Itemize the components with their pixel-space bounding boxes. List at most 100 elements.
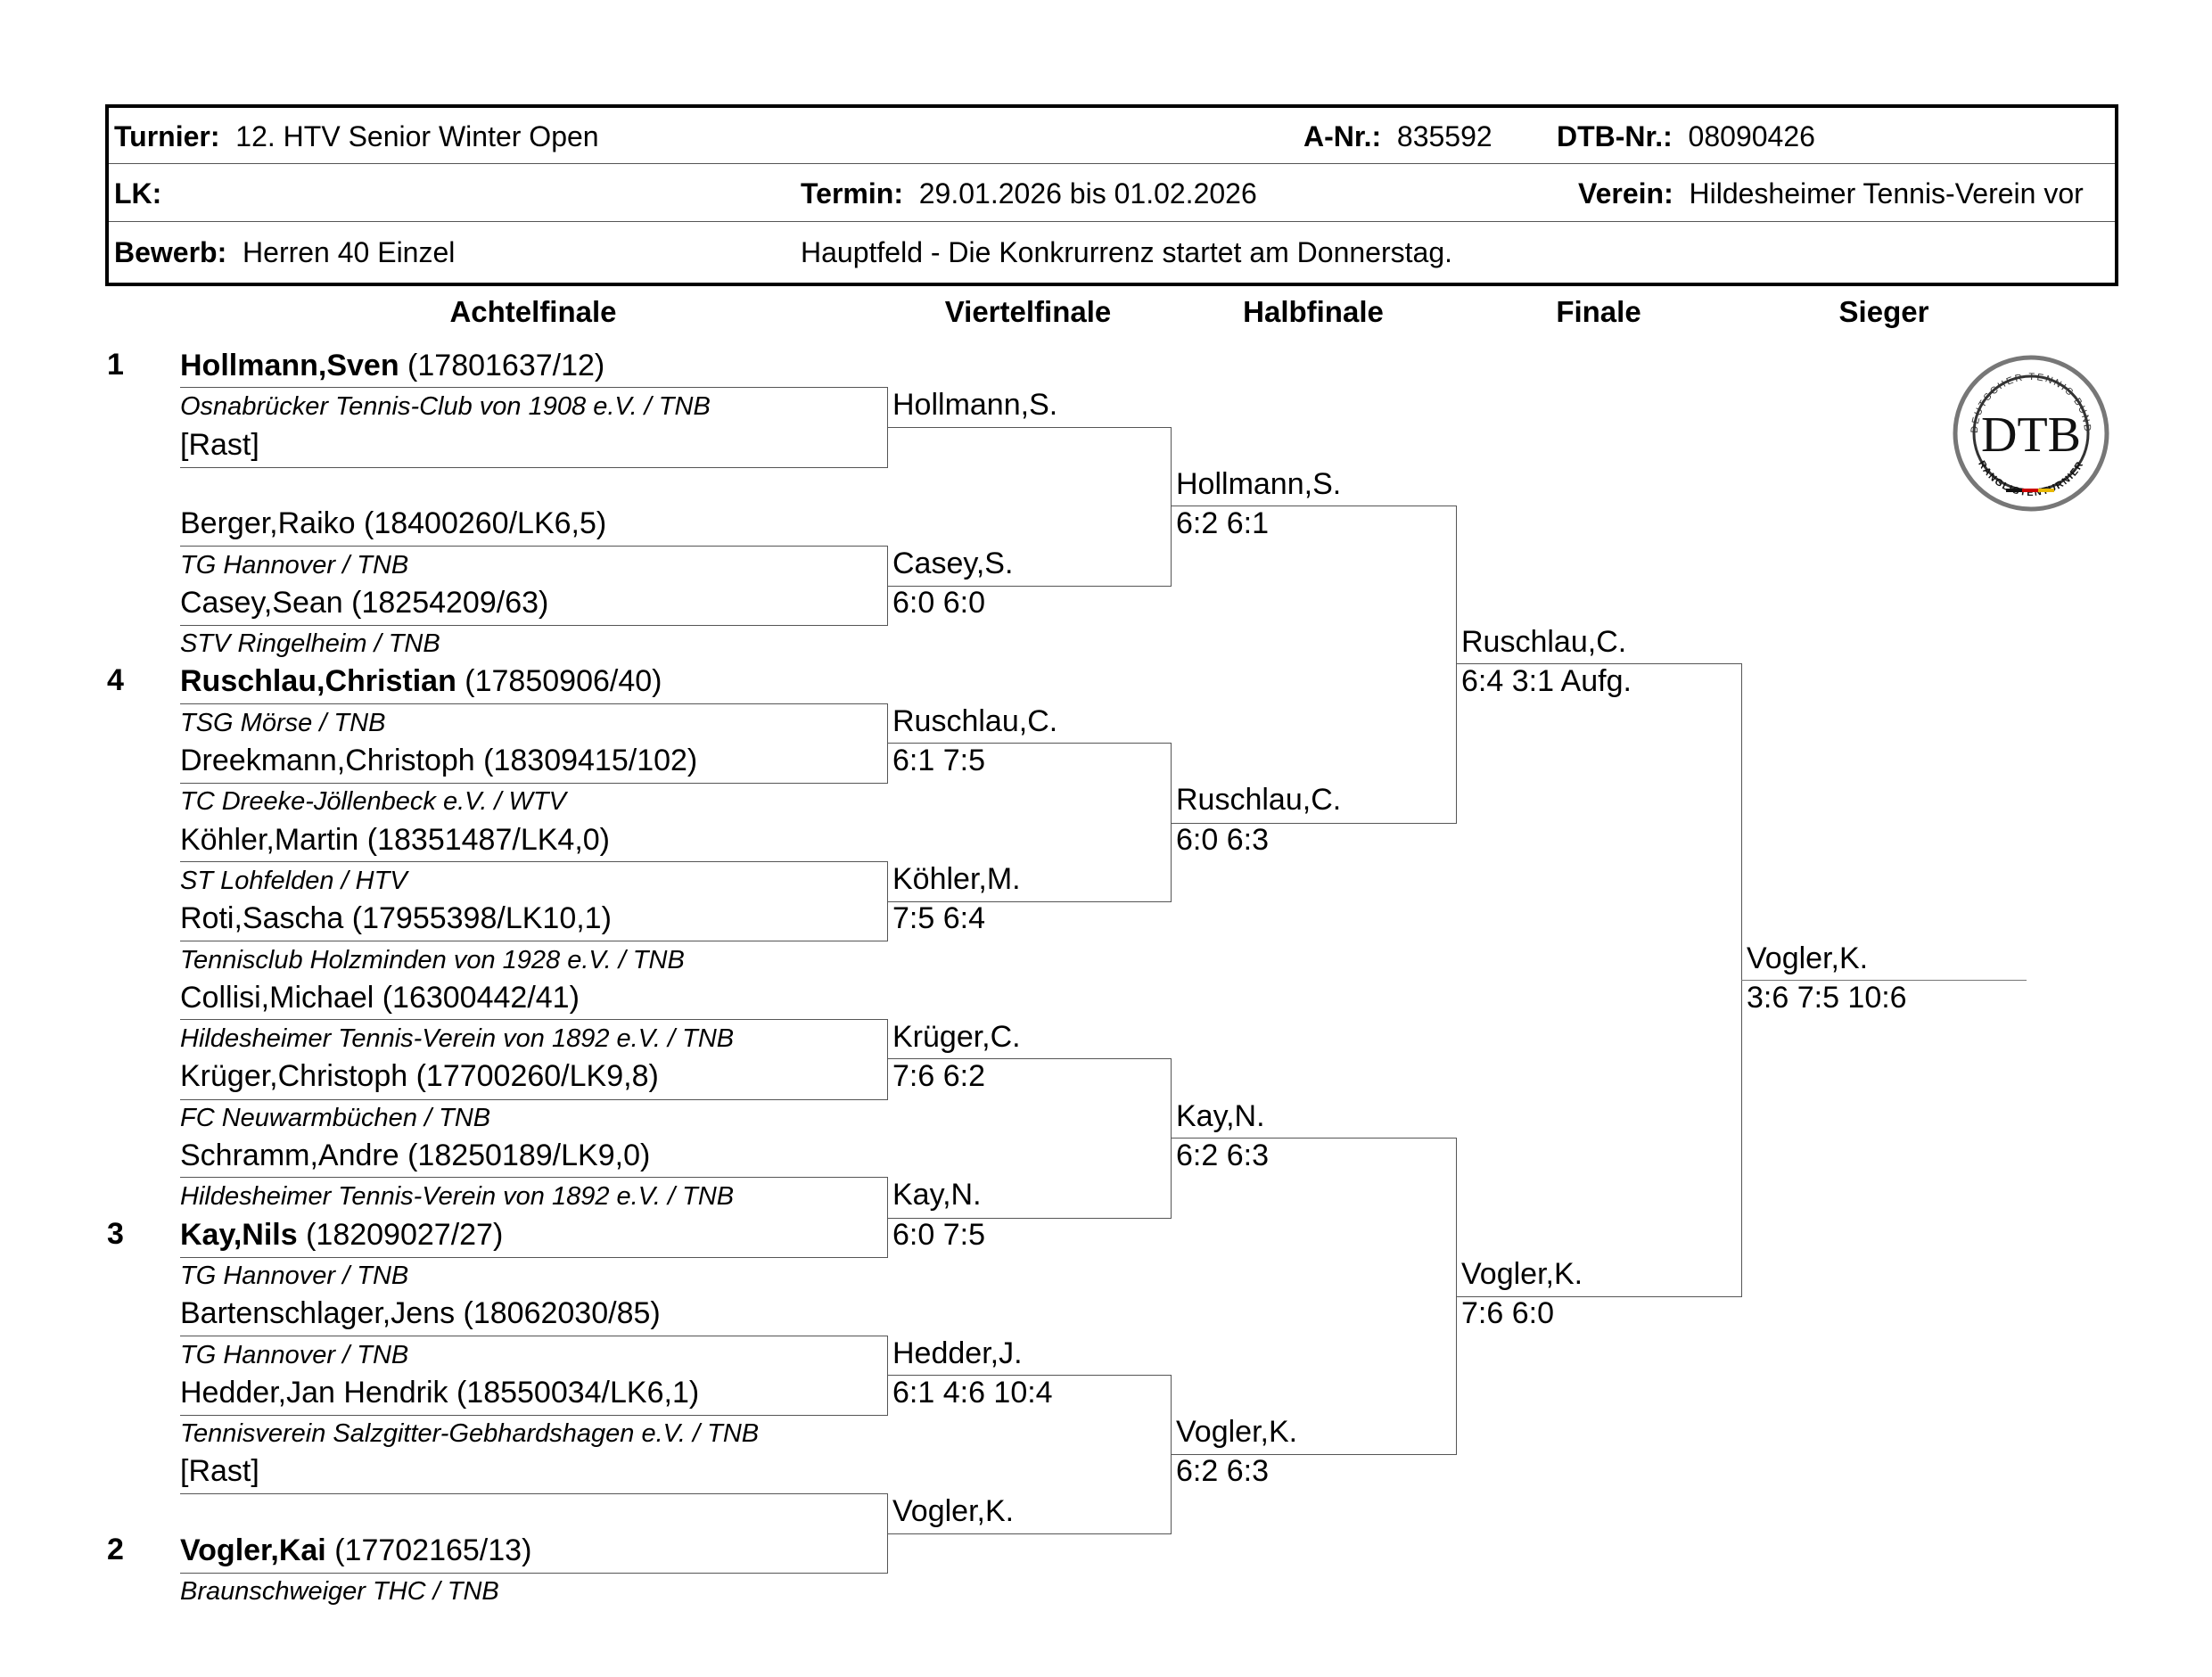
sieger-winner: Vogler,K. bbox=[1747, 941, 1869, 975]
termin-label: Termin: bbox=[801, 177, 903, 210]
player-club: TG Hannover / TNB bbox=[180, 1340, 409, 1369]
viertelfinale-score: 7:6 6:2 bbox=[892, 1059, 985, 1094]
viertelfinale-winner: Hedder,J. bbox=[892, 1336, 1023, 1370]
anr-field: A-Nr.: 835592 bbox=[1303, 119, 1492, 154]
player-name: Kay,Nils bbox=[180, 1217, 298, 1252]
player-club: Osnabrücker Tennis-Club von 1908 e.V. / … bbox=[180, 392, 711, 422]
halbfinale-score: 6:0 6:3 bbox=[1176, 822, 1269, 857]
halbfinale-winner: Vogler,K. bbox=[1176, 1415, 1298, 1450]
bewerb-field: Bewerb: Herren 40 Einzel bbox=[114, 234, 455, 270]
seed-number: 1 bbox=[107, 348, 124, 382]
column-header-achtelfinale: Achtelfinale bbox=[449, 295, 617, 328]
player-ranking: (18250189/LK9,0) bbox=[399, 1139, 651, 1172]
bracket-connector bbox=[1456, 663, 1742, 1298]
bracket-connector bbox=[180, 545, 888, 627]
player-ranking: (18400260/LK6,5) bbox=[355, 506, 607, 541]
bracket-connector bbox=[180, 1335, 888, 1417]
viertelfinale-winner: Köhler,M. bbox=[892, 861, 1021, 896]
header-box: Turnier: 12. HTV Senior Winter Open A-Nr… bbox=[105, 104, 2118, 286]
player-club: FC Neuwarmbüchen / TNB bbox=[180, 1103, 491, 1132]
dtb-ranglistenturnier-logo: DEUTSCHER TENNIS BUND RANGLISTENTURNIER … bbox=[1953, 355, 2109, 512]
header-divider bbox=[109, 221, 2115, 222]
halbfinale-score: 6:2 6:3 bbox=[1176, 1454, 1269, 1489]
player-club: Hildesheimer Tennis-Verein von 1892 e.V.… bbox=[180, 1182, 735, 1212]
player-name: [Rast] bbox=[180, 427, 259, 462]
viertelfinale-winner: Krüger,C. bbox=[892, 1020, 1021, 1055]
bracket-connector bbox=[1171, 506, 1457, 824]
viertelfinale-score: 6:0 6:0 bbox=[892, 585, 985, 620]
bracket-connector bbox=[887, 1374, 1172, 1534]
halbfinale-score: 6:2 6:3 bbox=[1176, 1139, 1269, 1172]
finale-score: 6:4 3:1 Aufg. bbox=[1461, 664, 1632, 699]
bracket-connector bbox=[180, 703, 888, 785]
bracket-connector bbox=[887, 1058, 1172, 1219]
halbfinale-score: 6:2 6:1 bbox=[1176, 506, 1269, 541]
bewerb-label: Bewerb: bbox=[114, 236, 227, 268]
player-entry: [Rast] bbox=[180, 1453, 259, 1489]
column-header-finale: Finale bbox=[1556, 295, 1641, 328]
bracket-connector bbox=[180, 1177, 888, 1258]
viertelfinale-score: 6:1 7:5 bbox=[892, 744, 985, 777]
verein-value: Hildesheimer Tennis-Verein vor bbox=[1689, 177, 2084, 210]
player-entry: Köhler,Martin (18351487/LK4,0) bbox=[180, 822, 610, 858]
dtbnr-field: DTB-Nr.: 08090426 bbox=[1557, 119, 1815, 154]
player-club: Tennisverein Salzgitter-Gebhardshagen e.… bbox=[180, 1419, 760, 1449]
player-name: Hollmann,Sven bbox=[180, 349, 399, 382]
viertelfinale-score: 6:1 4:6 10:4 bbox=[892, 1375, 1053, 1410]
finale-winner: Vogler,K. bbox=[1461, 1256, 1583, 1291]
hauptfeld-note: Hauptfeld - Die Konkrurrenz startet am D… bbox=[801, 236, 1452, 268]
player-club: Tennisclub Holzminden von 1928 e.V. / TN… bbox=[180, 945, 685, 974]
player-ranking: (17801637/12) bbox=[399, 349, 605, 382]
player-entry: Roti,Sascha (17955398/LK10,1) bbox=[180, 900, 612, 936]
player-name: Casey,Sean bbox=[180, 585, 343, 620]
sieger-score: 3:6 7:5 10:6 bbox=[1747, 980, 1907, 1015]
player-name: Vogler,Kai bbox=[180, 1533, 326, 1567]
viertelfinale-winner: Kay,N. bbox=[892, 1178, 982, 1213]
header-divider bbox=[109, 163, 2115, 164]
bracket-connector bbox=[1171, 1138, 1457, 1456]
player-entry: Collisi,Michael (16300442/41) bbox=[180, 980, 580, 1015]
player-entry: Dreekmann,Christoph (18309415/102) bbox=[180, 743, 697, 778]
player-entry: Hollmann,Sven (17801637/12) bbox=[180, 348, 604, 383]
lk-label: LK: bbox=[114, 177, 162, 210]
player-club: TG Hannover / TNB bbox=[180, 1261, 409, 1290]
player-ranking: (18062030/85) bbox=[455, 1296, 661, 1331]
player-name: Dreekmann,Christoph bbox=[180, 744, 475, 777]
player-ranking: (17850906/40) bbox=[456, 664, 662, 699]
bracket-connector bbox=[887, 426, 1172, 587]
player-name: Roti,Sascha bbox=[180, 901, 344, 936]
player-name: Ruschlau,Christian bbox=[180, 664, 456, 699]
player-club: TG Hannover / TNB bbox=[180, 550, 409, 580]
player-name: Köhler,Martin bbox=[180, 822, 359, 857]
player-entry: Bartenschlager,Jens (18062030/85) bbox=[180, 1295, 661, 1331]
player-entry: Krüger,Christoph (17700260/LK9,8) bbox=[180, 1058, 659, 1094]
column-header-viertelfinale: Viertelfinale bbox=[944, 295, 1112, 328]
seed-number: 3 bbox=[107, 1216, 124, 1251]
player-club: TC Dreeke-Jöllenbeck e.V. / WTV bbox=[180, 787, 566, 817]
player-ranking: (17700260/LK9,8) bbox=[407, 1059, 659, 1094]
column-header-sieger: Sieger bbox=[1838, 295, 1929, 328]
player-name: Bartenschlager,Jens bbox=[180, 1296, 456, 1331]
player-entry: [Rast] bbox=[180, 427, 259, 463]
player-ranking: (18254209/63) bbox=[342, 585, 549, 620]
player-name: Berger,Raiko bbox=[180, 506, 356, 541]
viertelfinale-winner: Ruschlau,C. bbox=[892, 703, 1058, 738]
player-ranking: (18209027/27) bbox=[297, 1217, 504, 1252]
finale-winner: Ruschlau,C. bbox=[1461, 625, 1627, 660]
player-name: Hedder,Jan Hendrik bbox=[180, 1375, 448, 1410]
halbfinale-winner: Kay,N. bbox=[1176, 1098, 1265, 1133]
dtbnr-value: 08090426 bbox=[1688, 120, 1815, 152]
seed-number: 4 bbox=[107, 663, 124, 698]
halbfinale-winner: Hollmann,S. bbox=[1176, 466, 1342, 501]
player-entry: Ruschlau,Christian (17850906/40) bbox=[180, 663, 662, 699]
player-entry: Hedder,Jan Hendrik (18550034/LK6,1) bbox=[180, 1375, 699, 1410]
viertelfinale-winner: Casey,S. bbox=[892, 546, 1014, 580]
finale-score: 7:6 6:0 bbox=[1461, 1296, 1554, 1331]
verein-field: Verein: Hildesheimer Tennis-Verein vor bbox=[1578, 176, 2111, 211]
termin-value: 29.01.2026 bis 01.02.2026 bbox=[918, 177, 1257, 210]
player-ranking: (17955398/LK10,1) bbox=[343, 901, 612, 936]
player-club: Braunschweiger THC / TNB bbox=[180, 1577, 499, 1607]
player-name: Krüger,Christoph bbox=[180, 1059, 408, 1094]
player-entry: Vogler,Kai (17702165/13) bbox=[180, 1533, 531, 1568]
viertelfinale-winner: Hollmann,S. bbox=[892, 388, 1058, 423]
